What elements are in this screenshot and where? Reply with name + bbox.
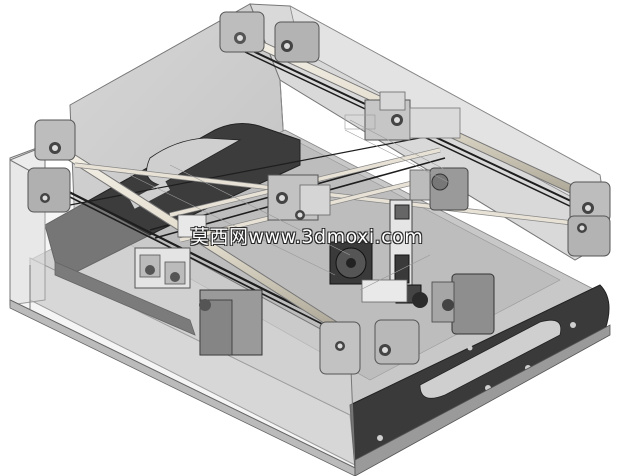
bottom-rim <box>9 299 356 476</box>
right-rim <box>354 324 611 476</box>
wireframe-guides <box>129 114 466 291</box>
print-head <box>329 199 428 308</box>
front-inner-dark <box>54 261 196 336</box>
bracket-right <box>567 181 611 257</box>
right-frame-cutout <box>419 319 562 399</box>
x-carriage <box>177 174 331 238</box>
stepper-motor-front-left <box>199 289 263 356</box>
bracket-top-back <box>219 11 320 63</box>
bracket-front <box>319 319 420 375</box>
side-frame-right <box>349 284 610 471</box>
idler-block <box>134 247 191 289</box>
x-belt-front-2 <box>59 191 351 339</box>
bracket-top-left <box>27 119 76 213</box>
stepper-motor-front-right <box>431 273 495 335</box>
left-frame-cutout <box>146 137 242 186</box>
watermark-text: 莫西网www.3dmoxi.com <box>190 226 424 248</box>
y-carriage <box>364 91 461 141</box>
stepper-motor-right <box>409 167 469 211</box>
